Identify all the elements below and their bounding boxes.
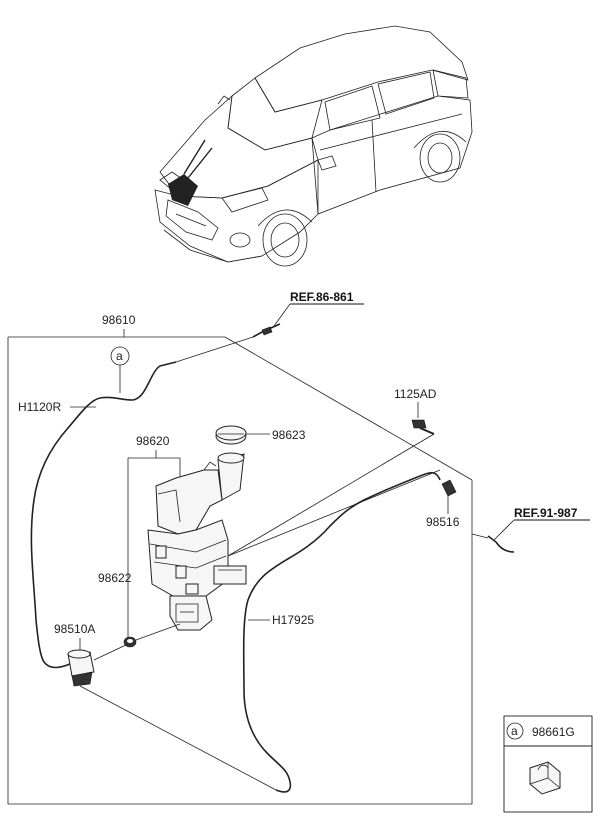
callout-98610[interactable]: 98610: [102, 313, 136, 327]
hose-h17925: [242, 471, 441, 793]
ref-91-987-label[interactable]: REF.91-987: [514, 506, 578, 520]
grommet-98622: [123, 636, 137, 648]
callout-98620[interactable]: 98620: [136, 434, 170, 448]
callout-98623[interactable]: 98623: [272, 428, 306, 442]
inset-box: a 98661G: [503, 715, 593, 813]
clip-98661g-icon: [529, 761, 561, 795]
washer-pump-98510a: [67, 649, 95, 687]
callout-98510a[interactable]: 98510A: [54, 622, 95, 636]
callout-98516[interactable]: 98516: [426, 515, 460, 529]
bolt-1125ad: [411, 419, 435, 435]
nozzle-98516: [441, 479, 457, 497]
filler-cap-98623: [215, 425, 247, 445]
callout-h1120r[interactable]: H1120R: [18, 400, 61, 414]
callout-h17925[interactable]: H17925: [272, 613, 314, 627]
ref-86-861-label[interactable]: REF.86-861: [290, 290, 354, 304]
reservoir-location-marker: [168, 139, 213, 206]
marker-a-label: a: [116, 349, 123, 363]
marker-a-callout: a: [110, 346, 130, 393]
vehicle-illustration: [154, 25, 473, 267]
assembly-frame: [7, 336, 473, 805]
callout-98622[interactable]: 98622: [98, 571, 132, 585]
washer-reservoir-98620: [147, 452, 247, 631]
callout-1125ad[interactable]: 1125AD: [394, 387, 437, 401]
hose-h1120r: [30, 361, 177, 669]
ref-86-861-group: REF.86-861: [175, 290, 364, 363]
inset-marker-a: a: [511, 724, 518, 738]
inset-part-98661g[interactable]: 98661G: [532, 725, 575, 739]
